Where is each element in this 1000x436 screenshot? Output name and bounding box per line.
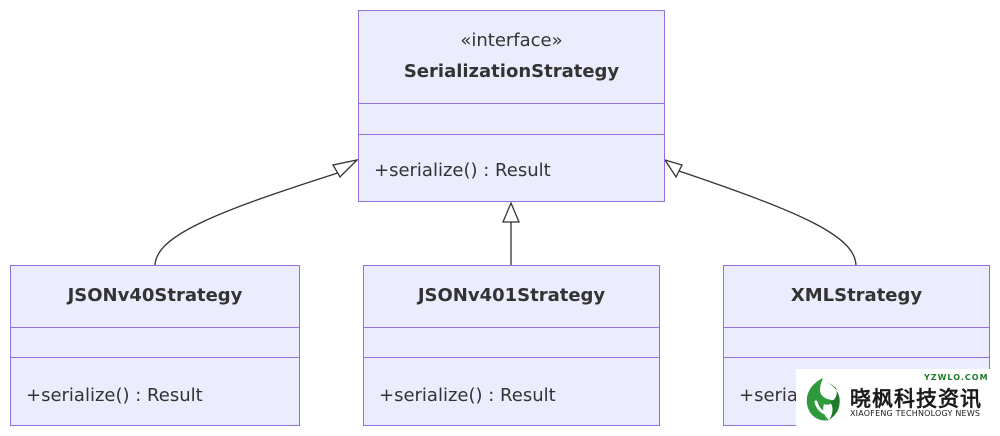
edge-xml-to-interface: [678, 170, 857, 267]
interface-attributes: [359, 103, 664, 134]
class-name: XMLStrategy: [790, 285, 923, 306]
class-methods: +serialize() : Result: [11, 357, 299, 425]
class-attributes: [364, 327, 659, 357]
interface-serialization-strategy[interactable]: «interface» SerializationStrategy +seria…: [358, 10, 665, 202]
edge-jsonv40-to-interface: [154, 170, 345, 267]
arrowhead-xml: [663, 158, 683, 179]
interface-method: +serialize() : Result: [374, 160, 551, 181]
class-method: +serialize() : Result: [379, 385, 556, 406]
class-header: JSONv401Strategy: [364, 266, 659, 327]
leaf-logo-icon: [806, 378, 840, 421]
interface-name: SerializationStrategy: [403, 61, 620, 82]
interface-header: «interface» SerializationStrategy: [359, 11, 664, 103]
class-method: +serialize() : Result: [26, 385, 203, 406]
watermark-url: YZWLO.COM: [924, 373, 989, 382]
watermark-name: 晓枫科技资讯: [850, 387, 982, 411]
watermark: YZWLO.COM 晓枫科技资讯 XIAOFENG TECHNOLOGY NEW…: [796, 369, 1000, 436]
class-methods: +serialize() : Result: [364, 357, 659, 425]
class-attributes: [724, 327, 989, 357]
class-jsonv40-strategy[interactable]: JSONv40Strategy +serialize() : Result: [10, 265, 300, 426]
arrowhead-jsonv401: [502, 201, 520, 223]
interface-methods: +serialize() : Result: [359, 134, 664, 201]
arrowhead-jsonv40: [331, 158, 359, 179]
class-name: JSONv401Strategy: [417, 285, 606, 306]
watermark-subtitle: XIAOFENG TECHNOLOGY NEWS: [850, 409, 981, 418]
class-header: JSONv40Strategy: [11, 266, 299, 327]
class-attributes: [11, 327, 299, 357]
class-name: JSONv40Strategy: [67, 285, 243, 306]
class-header: XMLStrategy: [724, 266, 989, 327]
interface-stereotype: «interface»: [460, 30, 563, 51]
class-jsonv401-strategy[interactable]: JSONv401Strategy +serialize() : Result: [363, 265, 660, 426]
